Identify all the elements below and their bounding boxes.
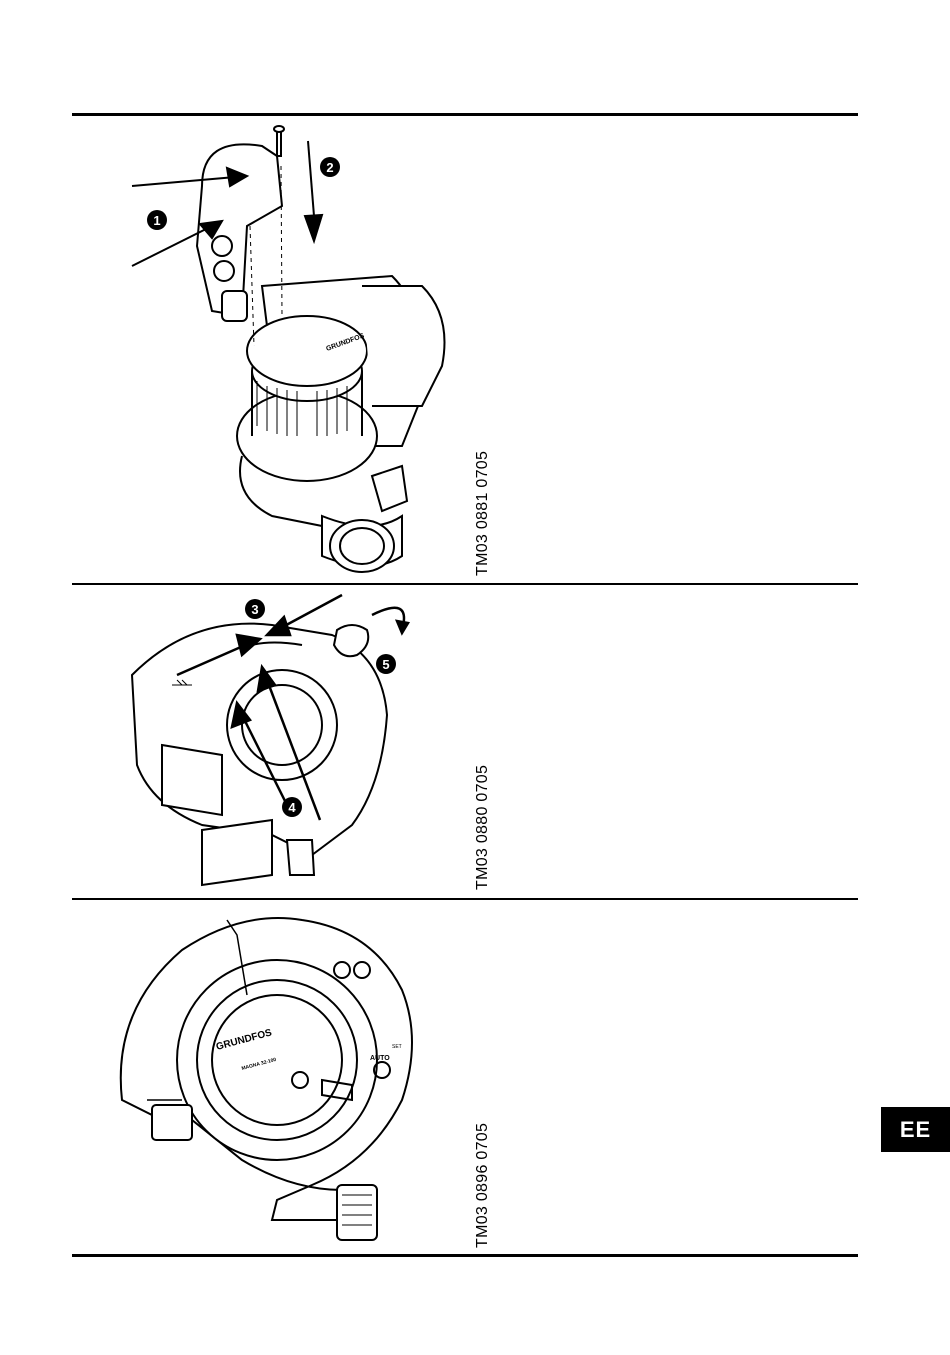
bottom-rule: [72, 1254, 858, 1257]
figure-2-code: TM03 0880 0705: [474, 765, 492, 890]
svg-text:3: 3: [251, 602, 258, 617]
svg-text:2: 2: [326, 160, 333, 175]
figure-1-code: TM03 0881 0705: [474, 451, 492, 576]
pump-assembled-illustration: GRUNDFOS MAGNA 32-100 AUTO SET: [72, 900, 858, 1252]
svg-text:5: 5: [382, 657, 389, 672]
callout-3: 3: [245, 599, 265, 619]
figure-3-code: TM03 0896 0705: [474, 1123, 492, 1248]
auto-label: AUTO: [370, 1055, 390, 1062]
callout-5: 5: [376, 654, 396, 674]
language-tab: EE: [881, 1107, 950, 1152]
figure-2: 3 4 5 TM03 0880 0705: [72, 585, 858, 897]
callout-1: 1: [147, 210, 167, 230]
svg-text:1: 1: [153, 213, 160, 228]
figure-1: 1 2 GRUNDFOS TM03 0881 0705: [72, 116, 858, 582]
pump-cover-illustration-1: 1 2 GRUNDFOS: [72, 116, 858, 582]
callout-4: 4: [282, 797, 302, 817]
figure-3: GRUNDFOS MAGNA 32-100 AUTO SET TM03 0896…: [72, 900, 858, 1252]
pump-cover-illustration-2: 3 4 5: [72, 585, 858, 897]
set-label: SET: [392, 1044, 402, 1050]
svg-text:4: 4: [288, 800, 296, 815]
callout-2: 2: [320, 157, 340, 177]
